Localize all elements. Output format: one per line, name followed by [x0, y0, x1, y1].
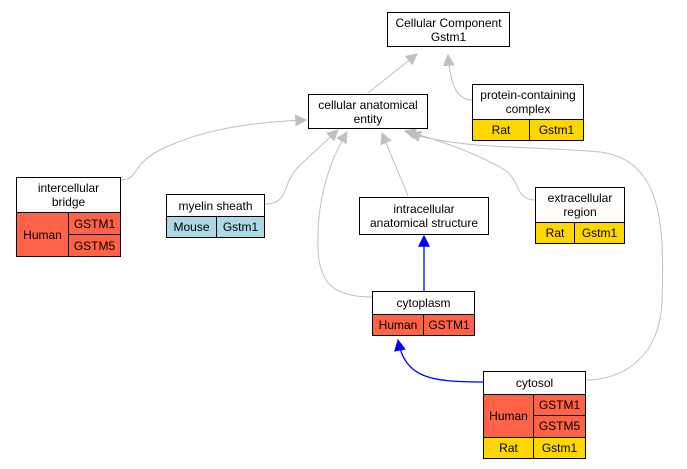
- node-cellular-component-gene: Gstm1: [430, 29, 467, 44]
- node-intracellular-anatomical-structure[interactable]: intracellular anatomical structure: [359, 197, 489, 235]
- gene-cell: Gstm1: [533, 436, 586, 460]
- annotation-table-cytoplasm: Human GSTM1: [372, 314, 475, 336]
- annotation-table-myelin: Mouse Gstm1: [166, 216, 265, 238]
- edge-myelin-to-entity: [264, 129, 339, 205]
- node-cellular-component[interactable]: Cellular Component Gstm1: [387, 12, 510, 47]
- node-protein-containing-complex[interactable]: protein-containing complex: [472, 84, 584, 120]
- species-cell: Human: [372, 314, 424, 336]
- node-cytoplasm-label: cytoplasm: [396, 296, 451, 310]
- node-myelin-label: myelin sheath: [178, 198, 253, 213]
- edge-cytoplasm-to-entity: [317, 130, 373, 298]
- species-cell: Mouse: [166, 216, 217, 238]
- gene-cell: Gstm1: [574, 222, 625, 244]
- annotation-table-complex: Rat Gstm1: [472, 119, 584, 141]
- species-cell: Rat: [472, 119, 530, 141]
- species-cell: Rat: [535, 222, 575, 244]
- species-cell: Human: [483, 394, 534, 438]
- node-cytoplasm[interactable]: cytoplasm: [372, 291, 475, 315]
- annotation-table-cytosol: Human GSTM1 GSTM5 Rat Gstm1: [483, 393, 586, 460]
- edge-complex-to-component: [442, 53, 473, 101]
- node-intracellular-line1: intracellular: [393, 202, 455, 216]
- gene-cell: Gstm1: [529, 119, 584, 141]
- gene-cell: Gstm1: [216, 216, 265, 238]
- node-intercellular-bridge[interactable]: intercellular bridge: [16, 177, 121, 213]
- node-cellular-anatomical-entity[interactable]: cellular anatomical entity: [308, 94, 428, 129]
- node-extracellular-line1: extracellular: [547, 191, 613, 205]
- edge-cytosol-to-entity: [408, 130, 664, 381]
- node-intracellular-line2: anatomical structure: [369, 216, 479, 230]
- node-myelin-sheath[interactable]: myelin sheath: [166, 194, 265, 217]
- gene-cell: GSTM5: [68, 234, 121, 257]
- species-cell: Human: [16, 212, 69, 257]
- gene-cell: GSTM5: [533, 415, 586, 438]
- node-cytosol-label: cytosol: [515, 376, 554, 390]
- annotation-table-extracellular: Rat Gstm1: [535, 222, 625, 244]
- annotation-table-bridge: Human GSTM1 GSTM5: [16, 212, 121, 257]
- gene-cell: GSTM1: [423, 314, 475, 336]
- edge-cytosol-to-cytoplasm: [394, 338, 484, 383]
- node-extracellular-line2: region: [563, 205, 597, 219]
- node-bridge-line1: intercellular: [37, 181, 100, 195]
- edge-entity-to-component: [367, 53, 418, 94]
- edge-extracellular-to-entity: [403, 127, 536, 201]
- node-extracellular-region[interactable]: extracellular region: [535, 187, 625, 223]
- edge-intracellular-to-entity: [380, 131, 409, 197]
- gene-cell: GSTM1: [533, 393, 586, 417]
- node-entity-line1: cellular anatomical: [318, 97, 418, 112]
- node-complex-line1: protein-containing: [480, 88, 576, 102]
- gene-cell: GSTM1: [68, 212, 121, 235]
- species-cell: Rat: [483, 436, 534, 460]
- node-cellular-component-title: Cellular Component: [395, 15, 502, 30]
- node-cytosol[interactable]: cytosol: [483, 371, 586, 395]
- edge-bridge-to-entity: [119, 114, 308, 181]
- node-bridge-line2: bridge: [51, 195, 86, 209]
- node-entity-line2: entity: [353, 111, 383, 126]
- node-complex-line2: complex: [505, 102, 551, 116]
